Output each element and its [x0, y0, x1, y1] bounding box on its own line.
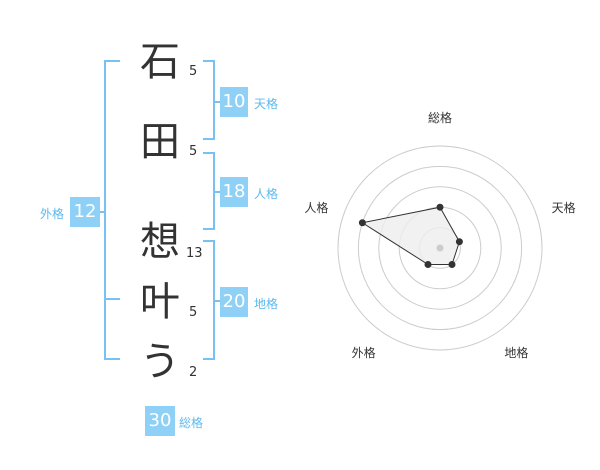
radar-data-point	[358, 219, 366, 227]
radar-data-point	[455, 238, 463, 246]
soukaku-value-badge: 30	[145, 406, 175, 436]
radar-axis-label: 天格	[552, 200, 576, 215]
radar-axis-label: 外格	[352, 345, 376, 360]
radar-series-polygon	[361, 206, 460, 266]
stroke-count-5: 2	[189, 365, 198, 380]
tenkaku-bracket	[203, 60, 215, 140]
jinkaku-label: 人格	[254, 187, 279, 201]
gaikaku-value-badge: 12	[70, 197, 100, 227]
jinkaku-value-badge: 18	[220, 177, 248, 207]
stroke-count-1: 5	[189, 64, 198, 79]
radar-axis-label: 人格	[304, 200, 328, 215]
name-character-2: 田	[140, 119, 180, 165]
soukaku-label: 総格	[179, 416, 204, 430]
radar-axis-label: 総格	[428, 110, 452, 125]
radar-data-point	[448, 261, 456, 269]
radar-grid-ring	[378, 186, 502, 310]
radar-center-point	[436, 244, 444, 252]
gaikaku-bracket	[104, 60, 120, 360]
name-character-5: う	[140, 339, 180, 385]
gaikaku-bracket-tick	[104, 298, 120, 300]
chikaku-bracket-connector	[214, 300, 221, 302]
gaikaku-bracket-connector	[97, 211, 105, 213]
tenkaku-value-badge: 10	[220, 87, 248, 117]
radar-data-point	[424, 261, 432, 269]
chikaku-value-badge: 20	[220, 287, 248, 317]
jinkaku-bracket-connector	[214, 191, 221, 193]
name-character-3: 想	[140, 219, 180, 265]
tenkaku-label: 天格	[254, 97, 279, 111]
gaikaku-label: 外格	[40, 207, 65, 221]
stroke-count-2: 5	[189, 144, 198, 159]
stroke-count-4: 5	[189, 305, 198, 320]
chikaku-label: 地格	[254, 297, 279, 311]
name-character-4: 叶	[140, 279, 180, 325]
radar-grid-ring	[357, 165, 523, 331]
radar-data-point	[436, 203, 444, 211]
stroke-count-3: 13	[186, 246, 203, 261]
radar-points	[358, 203, 463, 269]
radar-axis-label: 地格	[504, 345, 528, 360]
radar-grid-ring	[337, 145, 543, 351]
tenkaku-bracket-connector	[214, 101, 221, 103]
name-character-1: 石	[140, 39, 180, 85]
